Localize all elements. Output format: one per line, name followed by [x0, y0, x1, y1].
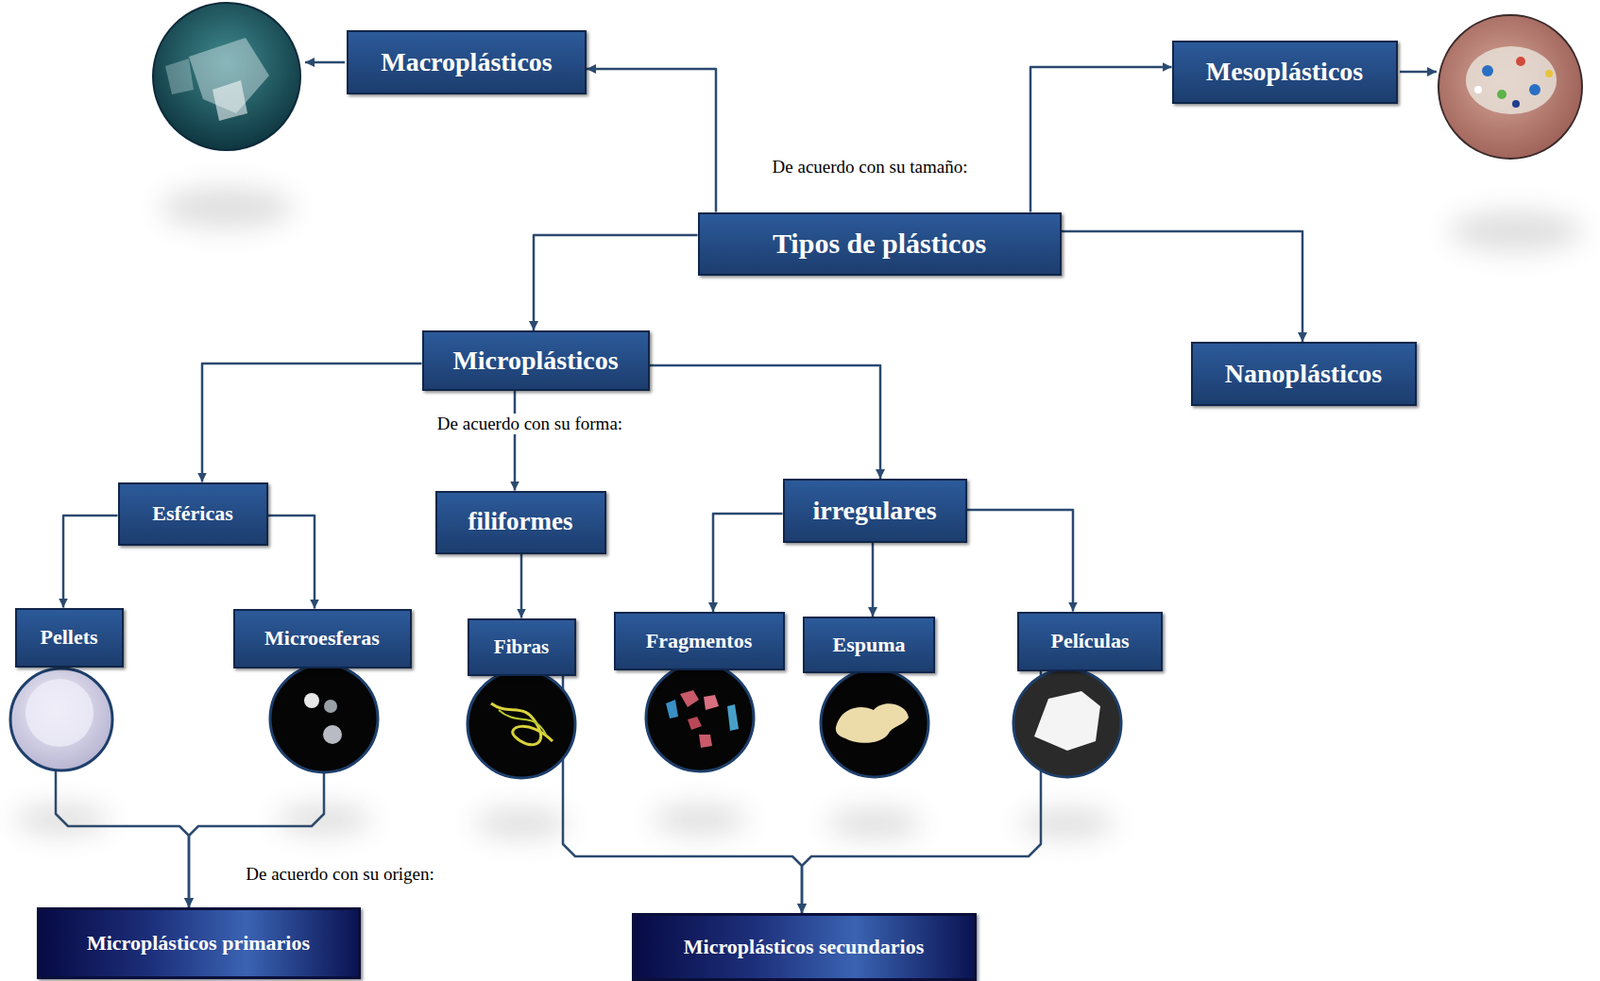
box-label: Macroplásticos [380, 47, 552, 78]
box-label: Microplásticos primarios [86, 931, 310, 955]
category-box: Macroplásticos [346, 30, 587, 95]
box-label: Fibras [493, 635, 549, 659]
pellet-photo [10, 668, 113, 771]
category-box: Esféricas [118, 482, 269, 546]
category-box: Fibras [467, 618, 577, 677]
box-label: filiformes [468, 507, 574, 537]
category-box: Espuma [802, 616, 936, 674]
connector-arrow [63, 515, 119, 609]
box-label: Tipos de plásticos [772, 227, 987, 261]
box-label: Microplásticos [452, 345, 618, 376]
category-box: Nanoplásticos [1191, 341, 1417, 407]
connector-arrow [649, 365, 882, 479]
pointer-arrow [1399, 70, 1437, 74]
connector-arrow [871, 543, 875, 617]
box-label: Esféricas [152, 501, 234, 526]
macroplastic-photo [153, 2, 301, 151]
connector-arrow [520, 554, 524, 619]
category-box: Pellets [15, 608, 124, 668]
connector-arrow [513, 391, 517, 492]
shadow [14, 187, 1583, 839]
classification-note: De acuerdo con su origen: [241, 864, 438, 886]
pointer-arrow [305, 61, 345, 65]
box-label: Microplásticos secundarios [683, 935, 924, 959]
category-box: Mesoplásticos [1172, 40, 1398, 104]
connector-arrow [268, 515, 316, 610]
box-label: Espuma [832, 632, 905, 657]
classification-note: De acuerdo con su tamaño: [768, 156, 972, 179]
foam-photo [820, 669, 929, 778]
connector-arrow [1061, 231, 1304, 342]
category-box: filiformes [435, 491, 607, 555]
box-label: Microesferas [264, 626, 380, 650]
connector-arrow [202, 363, 423, 483]
origin-box: Microplásticos secundarios [631, 913, 977, 981]
category-box: Tipos de plásticos [697, 212, 1062, 276]
mesoplastic-photo [1438, 15, 1583, 159]
category-box: Películas [1017, 612, 1163, 672]
microsphere-photo [270, 664, 378, 773]
category-box: irregulares [782, 478, 968, 544]
box-label: irregulares [812, 495, 937, 527]
connector-arrow [713, 513, 783, 613]
box-label: Nanoplásticos [1225, 358, 1382, 390]
fibre-photo [467, 670, 576, 779]
connector-arrow [967, 510, 1074, 613]
connector-arrow [1030, 67, 1173, 213]
box-label: Pellets [39, 625, 98, 649]
film-photo [1013, 669, 1122, 778]
fragment-photo [646, 663, 754, 772]
category-box: Fragmentos [613, 612, 785, 671]
connector-arrow [533, 235, 698, 331]
connector-arrow [586, 68, 716, 213]
box-label: Mesoplásticos [1206, 56, 1363, 87]
classification-note: De acuerdo con su forma: [433, 413, 627, 436]
category-box: Microplásticos [422, 330, 650, 392]
box-label: Películas [1050, 629, 1129, 653]
category-box: Microesferas [233, 609, 412, 669]
origin-box: Microplásticos primarios [36, 907, 361, 980]
box-label: Fragmentos [646, 629, 752, 653]
